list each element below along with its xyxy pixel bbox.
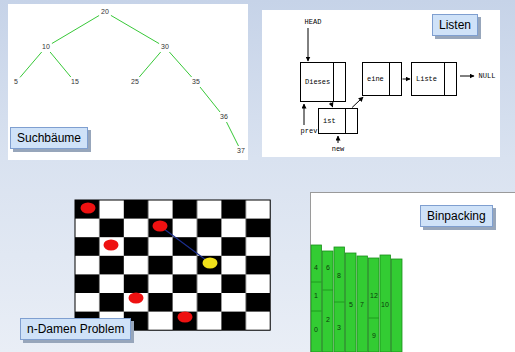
tree-edge	[200, 87, 220, 112]
list-panel	[262, 10, 500, 157]
node-text: Binpacking	[427, 209, 486, 223]
pointer-cell	[389, 63, 401, 95]
tree-edge	[20, 52, 42, 77]
next-pointer	[331, 103, 333, 108]
node-text: Liste	[416, 75, 444, 83]
tree-node: 35	[191, 78, 201, 86]
node-text: Dieses	[305, 78, 333, 86]
tree-panel	[8, 4, 248, 160]
list-element: Dieses	[300, 62, 346, 102]
queen	[129, 293, 144, 304]
node-text: ist	[323, 117, 345, 125]
item-number: 9	[372, 332, 376, 340]
tree-edge	[52, 16, 99, 44]
tree-node: 10	[41, 43, 51, 51]
board	[75, 200, 270, 330]
tree-edge	[50, 52, 71, 77]
node-text: 10	[42, 43, 50, 50]
pointer-name: new	[332, 145, 345, 153]
item-number: 8	[337, 272, 341, 280]
node-text: 25	[131, 78, 139, 85]
tree-node: 5	[13, 78, 19, 86]
tree-edge	[169, 52, 191, 77]
node-text: 36	[220, 113, 228, 120]
tree-edge	[227, 122, 239, 146]
item-divider	[311, 282, 322, 283]
pointer-cell	[345, 109, 357, 133]
bin	[323, 251, 334, 352]
title-box: Listen	[432, 14, 478, 36]
item-number: 5	[349, 301, 353, 309]
pointer-name: prev	[301, 127, 318, 135]
pointer-cell	[333, 63, 345, 101]
prev-pointer	[304, 104, 305, 125]
bins	[311, 245, 402, 352]
tree-node: 25	[130, 78, 140, 86]
queen	[153, 221, 168, 232]
tree-edge	[139, 52, 160, 77]
title-box: n-Damen Problem	[20, 318, 131, 340]
tree-node: 36	[219, 113, 229, 121]
new-pointer	[338, 136, 339, 143]
null-marker: NULL	[479, 72, 496, 80]
bin	[369, 258, 380, 352]
item-number: 3	[337, 324, 341, 332]
item-divider	[334, 302, 345, 303]
node-text: 30	[161, 43, 169, 50]
bin	[346, 253, 357, 352]
pointer-name: HEAD	[305, 18, 322, 26]
pointer-cell	[444, 63, 456, 95]
next-pointer	[352, 97, 363, 108]
node-text: 37	[237, 147, 245, 154]
queen	[104, 240, 119, 251]
head-pointer	[308, 28, 309, 61]
item-number: 2	[326, 316, 330, 324]
bin	[380, 255, 391, 352]
item-divider	[311, 311, 322, 312]
node-text: n-Damen Problem	[27, 322, 124, 336]
title-box: Binpacking	[420, 205, 493, 227]
list-pointers	[304, 28, 474, 143]
item-number: 12	[370, 292, 378, 300]
node-text: eine	[367, 75, 389, 83]
list-element: Liste	[411, 62, 457, 96]
list-element: eine	[362, 62, 402, 96]
node-text: 5	[14, 78, 18, 85]
item-divider	[323, 290, 334, 291]
node-text: 15	[71, 78, 79, 85]
binpacking-panel	[311, 193, 515, 352]
tree-node: 37	[236, 147, 246, 155]
item-divider	[369, 318, 380, 319]
item-number: 7	[360, 301, 364, 309]
item-number: 6	[326, 264, 330, 272]
node-text: Suchbäume	[17, 131, 81, 145]
tree-edge	[111, 15, 159, 43]
list-element: ist	[318, 108, 358, 134]
tree-node: 30	[160, 43, 170, 51]
chessboard	[75, 200, 270, 330]
item-number: 4	[314, 264, 318, 272]
tree-node: 20	[100, 8, 110, 16]
node-text: Listen	[439, 18, 471, 32]
bin	[334, 247, 345, 352]
tree-node: 15	[70, 78, 80, 86]
attack-line	[160, 226, 210, 263]
item-number: 1	[314, 292, 318, 300]
next-pointer	[403, 79, 411, 80]
queen	[81, 203, 96, 214]
queen-candidate	[203, 258, 218, 269]
bin	[357, 256, 368, 352]
bin	[392, 259, 403, 352]
item-number: 10	[381, 301, 389, 309]
null-pointer	[460, 76, 474, 77]
node-text: 35	[192, 78, 200, 85]
bin	[311, 245, 322, 352]
queen	[178, 312, 193, 323]
node-text: 20	[101, 8, 109, 15]
title-box: Suchbäume	[10, 127, 88, 149]
item-number: 0	[314, 326, 318, 334]
